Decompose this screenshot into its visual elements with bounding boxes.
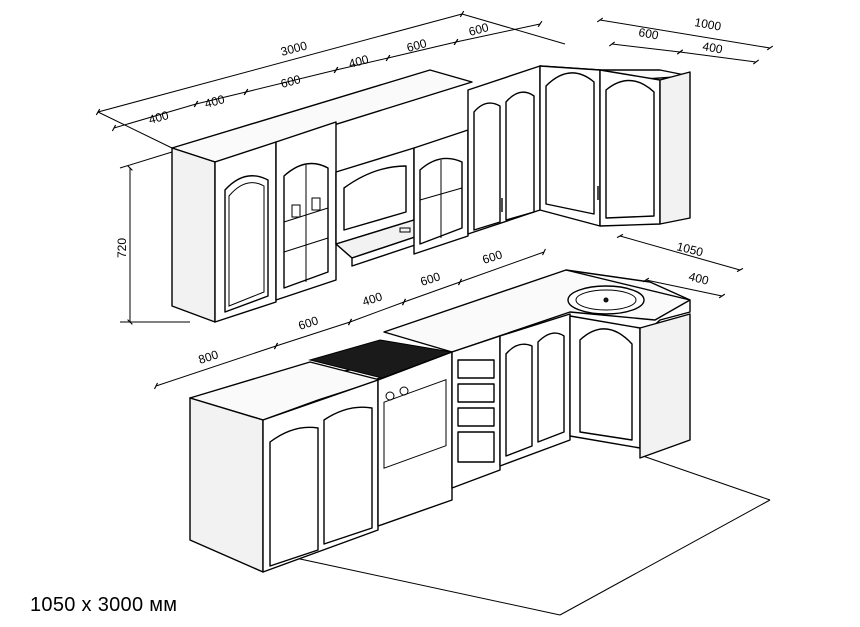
dimension-labels: 3000 400 400 600 400 600 600 1000 600 40… [115,15,724,367]
caption: 1050 x 3000 мм [30,594,178,616]
dim-upper-height: 720 [115,238,129,258]
sink [567,285,645,315]
dim-upper-600-mid: 600 [405,36,428,55]
dimension-lines [95,10,774,390]
base-stove [308,339,454,527]
dim-base-600-mid: 600 [419,269,443,289]
dim-upper-400-mid: 400 [347,52,370,71]
base-drawer-cabinet [451,335,501,489]
dim-upper-600-hood: 600 [279,72,302,91]
upper-glass-cabinet-right [413,129,469,255]
base-corner-cabinet [569,313,691,459]
dim-base-1050: 1050 [675,239,705,259]
upper-tall-cabinet [467,65,541,235]
dim-corner-600: 600 [637,25,659,42]
dim-base-400-sink: 400 [687,269,710,288]
upper-corner-cabinet [539,65,691,227]
dim-corner-400: 400 [701,39,723,56]
dim-base-600-right: 600 [481,247,505,267]
dim-base-800: 800 [197,347,221,367]
dim-corner-total: 1000 [693,15,722,33]
dim-upper-400-left: 400 [147,108,170,127]
upper-glass-cabinet-left [275,121,337,301]
dim-base-600-stove: 600 [297,313,321,333]
base-left-cabinet [189,379,379,573]
dim-upper-400-second: 400 [203,92,226,111]
dim-base-400: 400 [361,289,385,309]
dim-upper-600-right: 600 [467,20,490,39]
base-right-cabinet [499,313,571,467]
dim-upper-total: 3000 [279,38,309,59]
